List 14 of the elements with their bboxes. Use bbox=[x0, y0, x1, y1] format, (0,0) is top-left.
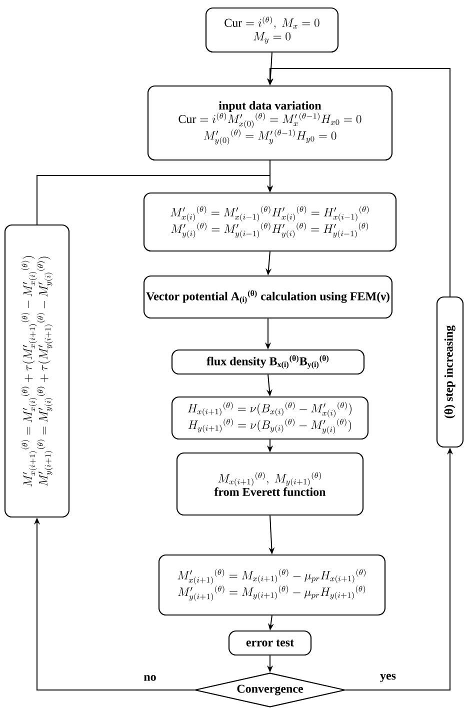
process-box: $M'_{x(i+1)}{}^{(\theta)} = M'_{x(i)}{}^{(\theta)} + \tau(M'_{x(i+1)}{}^{(\theta)} - M'_{x(i)}{}^{(\theta)})$$M'_{y(i+1)}{}^{(\theta)} = M'_{y(i)}{}^{(\theta)} + \tau(M'_{y(i+1)}{}^{(\theta)} - M'_{y(i)}{}^{(\theta)})$ bbox=[4, 224, 70, 518]
process-box: error test bbox=[228, 630, 312, 656]
process-box: input data variation $\mathrm{Cur} = i^{(\theta)} M'_{x(0)}{}^{(\theta)} = M'_x{}^{(\theta-1)} H_{x0} = 0$ $M'_{y(0)}{}^{(\theta)} = M'_y{}^{(\theta-1)} H_{y0} = 0$ bbox=[147, 85, 393, 161]
edge-label: no bbox=[142, 674, 158, 682]
process-box: Vector potential A$_{(i)}$$^{(θ)}$ calculation using FEM(ν) bbox=[143, 275, 393, 319]
process-box: flux density B$_{x(i)}$$^{(θ)}$B$_{y(i)}$(θ) bbox=[171, 349, 365, 375]
process-box: $M_{x(i+1)}{}^{(\theta)},\ M_{y(i+1)}{}^{(\theta)}$ from Everett function bbox=[176, 452, 364, 516]
process-box: $M'_{x(i+1)}{}^{(\theta)} = M_{x(i+1)}{}^{(\theta)} - \mu_{pr} H_{x(i+1)}{}^{(\theta)}$ $M'_{y(i+1)}{}^{(\theta)} = M_{y(i+1)}{}^{(\theta)} - \mu_{pr} H_{y(i+1)}{}^{(\theta)}$ bbox=[158, 554, 386, 616]
edge-label: yes bbox=[379, 672, 397, 684]
process-box: $\mathrm{Cur} = i^{(\theta)},\ M_x = 0$ $M_y = 0$ bbox=[205, 7, 339, 53]
process-box: $M'_{x(i)}{}^{(\theta)} = M'_{x(i-1)}{}^{(\theta)} H'_{x(i)}{}^{(\theta)} = H'_{x(i-1)}{}^{(\theta)}$ $M'_{y(i)}{}^{(\theta)} = M'_{y(i-1)}{}^{(\theta)} H'_{y(i)}{}^{(\theta)} = H'_{y(i-1)}{}^{(\theta)}$ bbox=[143, 192, 397, 252]
arrow bbox=[36, 174, 274, 225]
process-box: $H_{x(i+1)}{}^{(\theta)} = \nu(B_{x(i)}{}^{(\theta)} - M'_{x(i)}{}^{(\theta)})$ $H_{y(i+1)}{}^{(\theta)} = \nu(B_{y(i)}{}^{(\theta)} - M'_{y(i)}{}^{(\theta)})$ bbox=[171, 396, 369, 440]
process-box: (θ) step increasing bbox=[436, 296, 464, 448]
